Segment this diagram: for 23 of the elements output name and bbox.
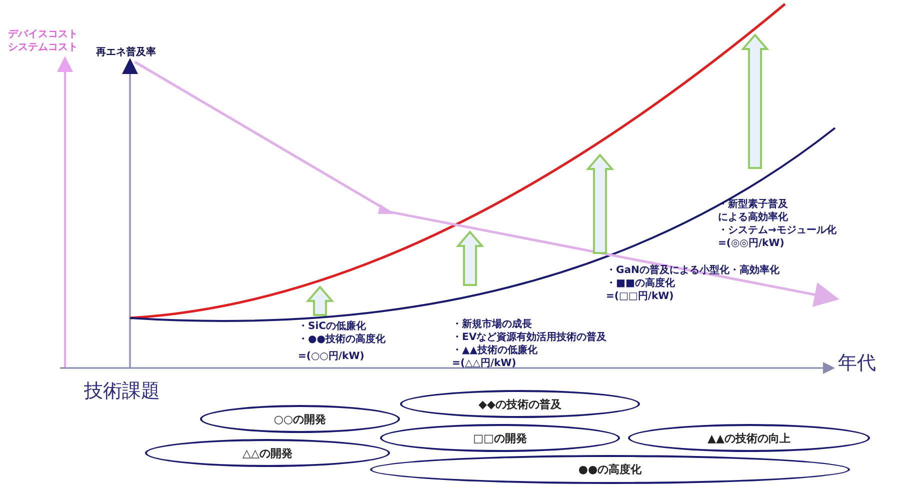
note-text: ・GaNの普及による小型化・高効率化	[606, 264, 780, 277]
task-ellipse: △△の開発	[145, 439, 390, 467]
axis-label: デバイスコスト	[8, 28, 78, 41]
note-text: ・SiCの低廉化	[298, 320, 366, 333]
task-ellipse: □□の開発	[380, 424, 620, 452]
axis-label: 年代	[838, 352, 876, 374]
task-ellipse: ◆◆の技術の普及	[400, 390, 640, 418]
axis-label: 再エネ普及率	[96, 46, 156, 59]
note-text: =(◎◎円/kW)	[718, 237, 784, 250]
task-ellipse: ●●の高度化	[370, 455, 850, 484]
note-text: ・新規市場の成長	[452, 318, 532, 331]
note-text: =(○○円/kW)	[298, 350, 364, 363]
note-text: ・EVなど資源有効活用技術の普及	[452, 331, 607, 344]
note-text: ・システム→モジュール化	[718, 224, 836, 237]
task-ellipse: ▲▲の技術の向上	[628, 424, 870, 452]
axis-label: システムコスト	[8, 41, 78, 54]
note-text: ・▲▲技術の低廉化	[452, 344, 538, 357]
axis-label: 技術課題	[84, 380, 160, 402]
note-text: =(△△円/kW)	[452, 357, 516, 370]
note-text: ・●●技術の高度化	[298, 333, 386, 346]
task-ellipse: ○○の開発	[200, 405, 400, 433]
note-text: =(□□円/kW)	[606, 290, 674, 303]
note-text: ・■■の高度化	[606, 277, 675, 290]
